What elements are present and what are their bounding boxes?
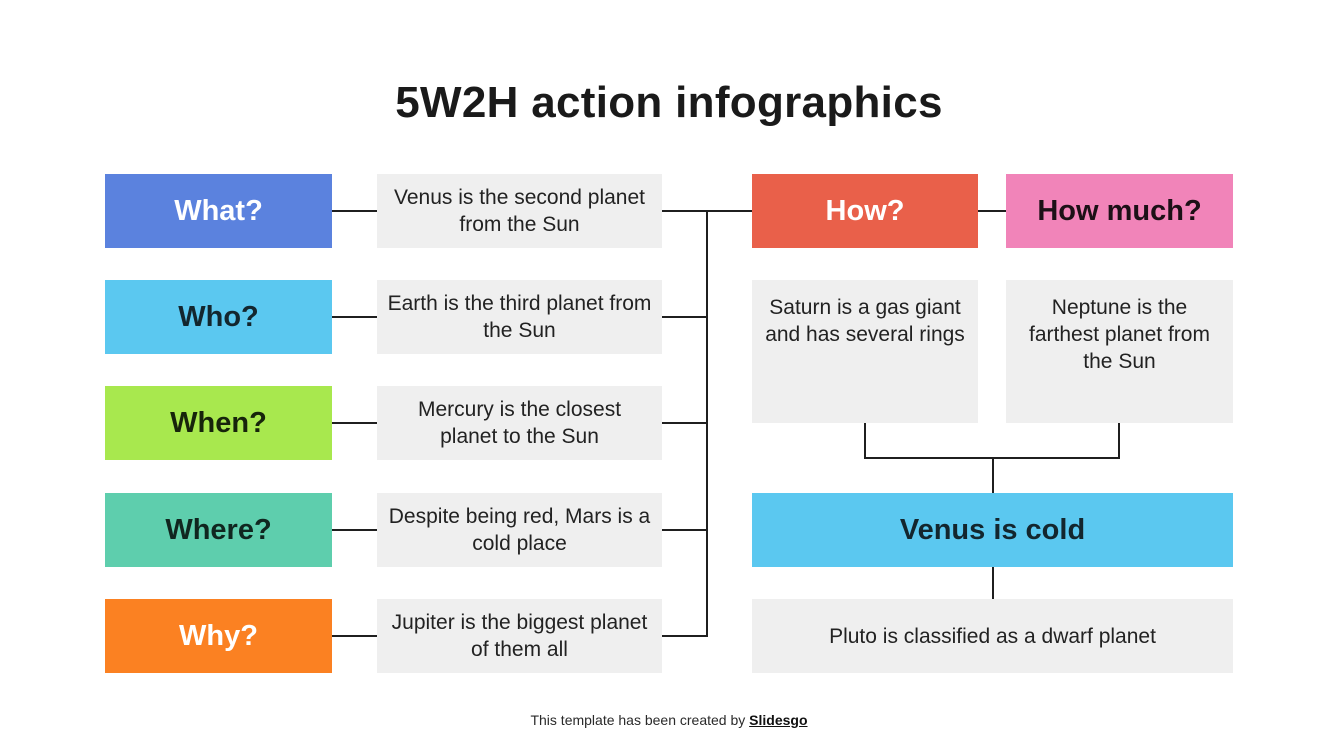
desc-why: Jupiter is the biggest planet of them al…: [377, 599, 662, 673]
label-why: Why?: [105, 599, 332, 673]
label-how: How?: [752, 174, 978, 248]
label-what: What?: [105, 174, 332, 248]
connector: [332, 635, 377, 637]
connector: [332, 316, 377, 318]
desc-where: Despite being red, Mars is a cold place: [377, 493, 662, 567]
result-box: Venus is cold: [752, 493, 1233, 567]
connector: [1118, 423, 1120, 459]
desc-when: Mercury is the closest planet to the Sun: [377, 386, 662, 460]
connector: [978, 210, 1007, 212]
connector: [864, 423, 866, 459]
footer-credit: This template has been created by Slides…: [530, 712, 808, 728]
connector: [662, 422, 707, 424]
connector: [992, 567, 994, 599]
connector: [706, 210, 753, 212]
connector: [332, 210, 377, 212]
connector: [662, 210, 707, 212]
connector: [662, 635, 707, 637]
page-title: 5W2H action infographics: [395, 78, 943, 127]
label-who: Who?: [105, 280, 332, 354]
label-how-much: How much?: [1006, 174, 1233, 248]
connector: [662, 529, 707, 531]
desc-how-much: Neptune is the farthest planet from the …: [1006, 280, 1233, 423]
desc-what: Venus is the second planet from the Sun: [377, 174, 662, 248]
connector: [332, 529, 377, 531]
label-when: When?: [105, 386, 332, 460]
desc-who: Earth is the third planet from the Sun: [377, 280, 662, 354]
connector: [662, 316, 707, 318]
vertical-bus: [706, 210, 708, 637]
connector: [332, 422, 377, 424]
connector: [992, 457, 994, 493]
slidesgo-link[interactable]: Slidesgo: [749, 712, 808, 728]
desc-how: Saturn is a gas giant and has several ri…: [752, 280, 978, 423]
result-desc: Pluto is classified as a dwarf planet: [752, 599, 1233, 673]
label-where: Where?: [105, 493, 332, 567]
